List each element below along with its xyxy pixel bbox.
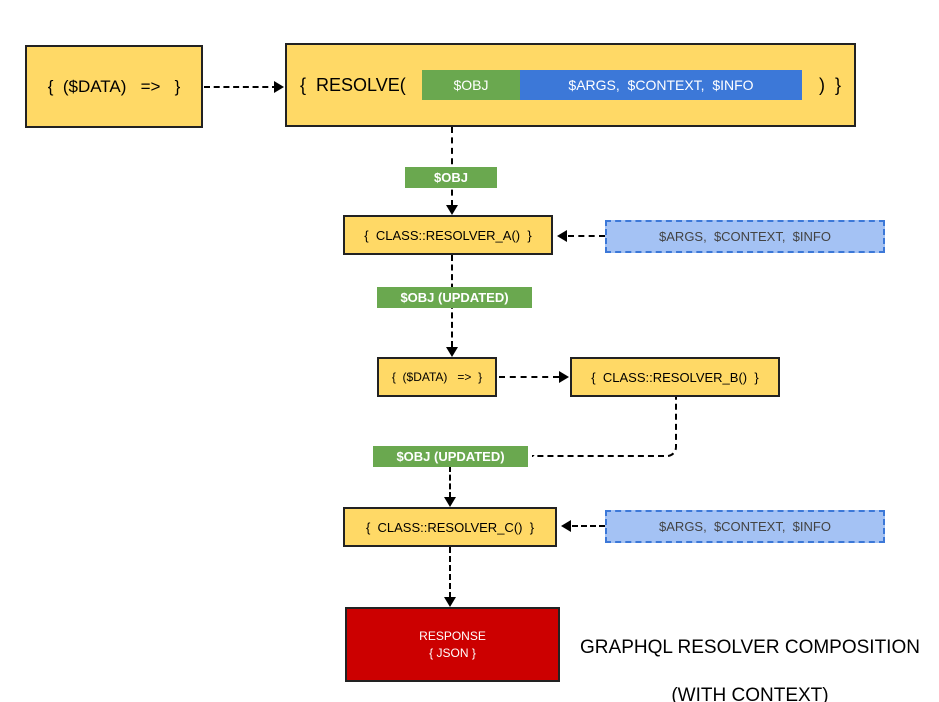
connector-source-to-resolve bbox=[204, 86, 278, 88]
context-box-top-label: $ARGS, $CONTEXT, $INFO bbox=[659, 229, 831, 244]
arrowhead-left-icon bbox=[561, 520, 571, 532]
arrowhead-down-icon bbox=[444, 597, 456, 607]
connector-label-to-resolver-c bbox=[449, 466, 451, 498]
connector-resolver-c-to-response bbox=[449, 547, 451, 598]
arrowhead-down-icon bbox=[444, 497, 456, 507]
resolve-box: { RESOLVE( $OBJ $ARGS, $CONTEXT, $INFO )… bbox=[285, 43, 856, 127]
resolver-b-box: { CLASS::RESOLVER_B() } bbox=[570, 357, 780, 397]
source-lambda-box: { ($DATA) => } bbox=[25, 45, 203, 128]
arrowhead-right-icon bbox=[559, 371, 569, 383]
response-box: RESPONSE { JSON } bbox=[345, 607, 560, 682]
caption-line2: (WITH CONTEXT) bbox=[671, 685, 829, 702]
context-box-bottom: $ARGS, $CONTEXT, $INFO bbox=[605, 510, 885, 543]
resolver-a-label: { CLASS::RESOLVER_A() } bbox=[364, 227, 532, 243]
resolver-b-label: { CLASS::RESOLVER_B() } bbox=[591, 369, 759, 385]
arrowhead-down-icon bbox=[446, 347, 458, 357]
response-label-line1: RESPONSE bbox=[419, 628, 486, 643]
lambda-box: { ($DATA) => } bbox=[377, 357, 497, 397]
connector-context-to-resolver-c bbox=[572, 525, 605, 527]
response-label-line2: { JSON } bbox=[429, 645, 476, 660]
arrowhead-left-icon bbox=[557, 230, 567, 242]
resolver-c-box: { CLASS::RESOLVER_C() } bbox=[343, 507, 557, 547]
obj-updated-label-2: $OBJ (UPDATED) bbox=[373, 446, 528, 467]
resolve-suffix-label: ) } bbox=[818, 74, 841, 95]
arrowhead-down-icon bbox=[446, 205, 458, 215]
diagram-caption: GRAPHQL RESOLVER COMPOSITION (WITH CONTE… bbox=[555, 612, 939, 702]
arrowhead-right-icon bbox=[274, 81, 284, 93]
obj-label: $OBJ bbox=[405, 167, 497, 188]
resolver-c-label: { CLASS::RESOLVER_C() } bbox=[365, 519, 535, 535]
connector-resolver-b-elbow bbox=[532, 397, 677, 457]
context-box-bottom-label: $ARGS, $CONTEXT, $INFO bbox=[659, 519, 831, 534]
connector-lambda-to-resolver-b bbox=[499, 376, 559, 378]
source-lambda-label: { ($DATA) => } bbox=[47, 76, 181, 96]
args-context-info-chip: $ARGS, $CONTEXT, $INFO bbox=[520, 70, 802, 100]
connector-resolve-to-resolver-a bbox=[451, 127, 453, 206]
obj-chip: $OBJ bbox=[422, 70, 520, 100]
connector-context-to-resolver-a bbox=[568, 235, 605, 237]
obj-updated-label-1: $OBJ (UPDATED) bbox=[377, 287, 532, 308]
lambda-box-label: { ($DATA) => } bbox=[391, 370, 483, 384]
resolver-a-box: { CLASS::RESOLVER_A() } bbox=[343, 215, 553, 255]
caption-line1: GRAPHQL RESOLVER COMPOSITION bbox=[580, 637, 920, 658]
resolve-prefix-label: { RESOLVE( bbox=[300, 74, 406, 95]
context-box-top: $ARGS, $CONTEXT, $INFO bbox=[605, 220, 885, 253]
